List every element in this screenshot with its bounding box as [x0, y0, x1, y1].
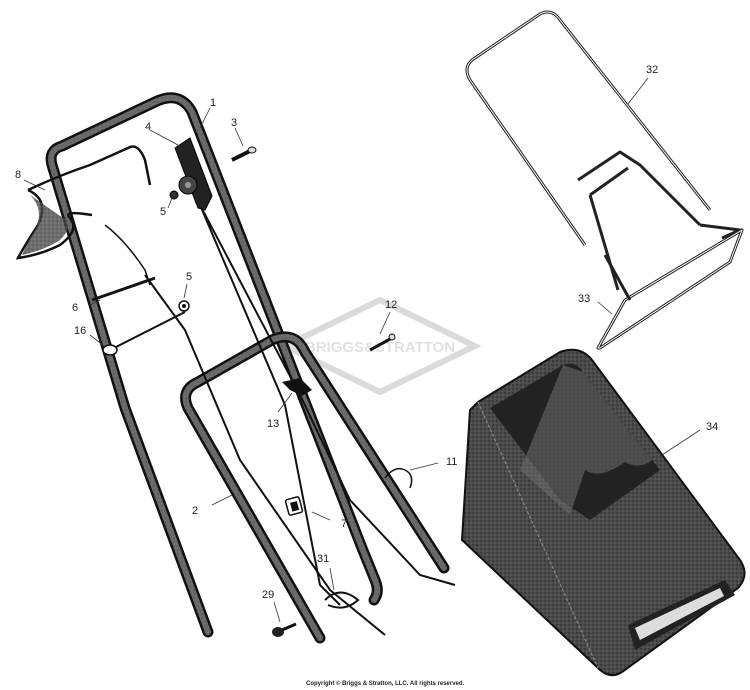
bolt-3 — [231, 146, 257, 162]
callout-2: 2 — [192, 505, 198, 517]
callout-5a: 5 — [160, 206, 166, 218]
callout-12: 12 — [385, 299, 397, 311]
callout-3: 3 — [231, 117, 237, 129]
spring-rod — [104, 224, 151, 286]
bolt-12 — [369, 333, 396, 352]
callout-1: 1 — [210, 97, 216, 109]
nut-5a — [169, 190, 179, 200]
control-cable — [199, 204, 456, 606]
callout-29: 29 — [262, 589, 274, 601]
watermark-text: BRIGGS&STRATTON — [305, 339, 455, 356]
callout-11: 11 — [446, 456, 457, 468]
cable-lower — [144, 274, 386, 636]
upper-handle — [45, 92, 383, 638]
leader-lines — [23, 77, 701, 623]
callout-13: 13 — [267, 418, 279, 430]
bag-frame-32 — [465, 10, 742, 291]
lower-handle — [180, 331, 450, 644]
nut-5b — [178, 300, 190, 312]
callout-34: 34 — [706, 421, 718, 433]
callout-32: 32 — [646, 64, 658, 76]
cable-tie-31 — [324, 591, 360, 609]
screw-29 — [272, 622, 297, 637]
callout-33: 33 — [578, 293, 590, 305]
zone-control — [174, 137, 213, 211]
callout-4: 4 — [145, 121, 151, 133]
bail-fill — [22, 195, 68, 255]
hook-11 — [384, 467, 413, 489]
callout-16: 16 — [74, 325, 86, 337]
callout-5b: 5 — [186, 271, 192, 283]
grass-bag-34 — [460, 348, 746, 677]
callouts: 1 2 3 4 5 5 6 7 8 11 12 13 16 29 31 32 3… — [15, 64, 718, 601]
watermark-logo: BRIGGS&STRATTON — [278, 296, 482, 396]
copyright-notice: Copyright © Briggs & Stratton, LLC. All … — [306, 681, 465, 687]
callout-8: 8 — [15, 169, 21, 181]
bag-frame-33 — [596, 228, 744, 350]
callout-7: 7 — [341, 518, 347, 530]
rod-6 — [91, 276, 156, 302]
callout-6: 6 — [72, 302, 78, 314]
cable-guide-13 — [282, 378, 312, 396]
callout-31: 31 — [317, 553, 329, 565]
knob-bolt-16 — [102, 311, 186, 356]
